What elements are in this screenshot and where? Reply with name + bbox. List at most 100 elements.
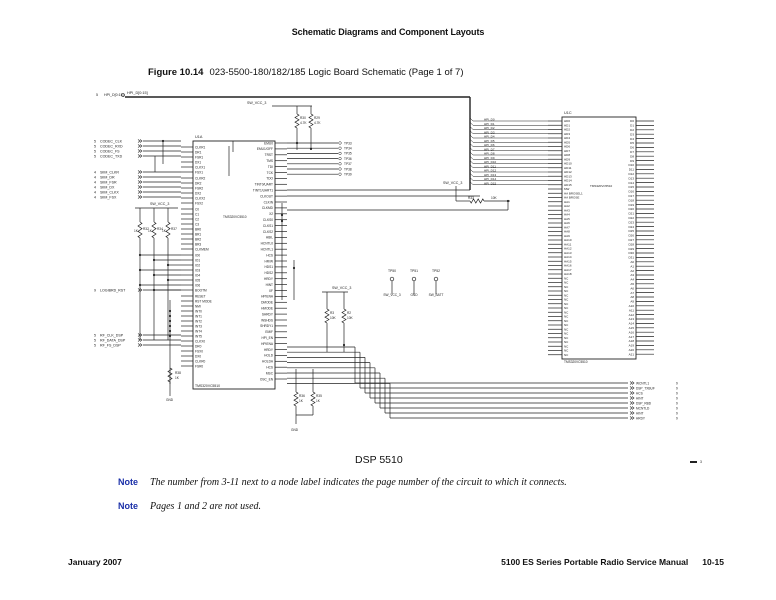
net-page-number: 9: [676, 396, 678, 400]
offpage-connector-icon: [137, 195, 143, 199]
u1c-pin-label: HA15: [564, 259, 572, 263]
resistor-symbol: [310, 391, 316, 407]
net-page-number: 9: [676, 391, 678, 395]
net-label: CODEC_TXD: [100, 154, 123, 158]
u1a-pin-label: INT4: [195, 329, 202, 333]
u1c-pin-label: D4: [630, 137, 634, 141]
net-page-number: 5: [94, 154, 96, 158]
u1a-pin-label: RST MODE: [195, 299, 212, 303]
resistor-value: 1K: [299, 399, 304, 403]
net-page-number: 4: [94, 175, 96, 179]
resistor-ref: R29: [314, 116, 320, 120]
u1a-pin-label: CLKOUT: [260, 194, 273, 198]
u1c-pin-label: D2: [630, 128, 634, 132]
supply-label: SW_VCC_3: [332, 286, 351, 290]
u1c-pin-label: NC: [564, 281, 569, 285]
u1c-pin-label: HA BROSEL1: [564, 191, 583, 195]
u1c-pin-label: HA9: [564, 234, 570, 238]
u1c-pin-label: HD6: [564, 145, 570, 149]
u1a-pin-label: HPIENA: [261, 295, 274, 299]
net-page-number: 5: [96, 93, 98, 97]
u1a-pin-label: IO6: [195, 283, 200, 287]
test-point-icon: [338, 172, 342, 176]
bus-tap-label: HPI_D10: [484, 160, 497, 164]
u1a-pin-label: CLKIN: [264, 200, 274, 204]
resistor-symbol: [167, 367, 173, 383]
u1c-pin-label: HA BROSE: [564, 196, 579, 200]
net-page-number: 9: [94, 288, 96, 292]
net-label-right: HCS: [636, 391, 643, 395]
u1c-pin-label: A12: [629, 313, 635, 317]
u1c-chip: [561, 116, 637, 360]
u1c-pin-label: D10: [628, 163, 634, 167]
u1a-pin-label: XF: [269, 289, 273, 293]
u1a-pin-label: SHRDY: [262, 312, 274, 316]
offpage-connector-icon: [629, 386, 635, 390]
u1c-pin-label: HD12: [564, 170, 572, 174]
ground-label: GND: [166, 398, 174, 402]
net-page-number: 4: [94, 195, 96, 199]
u1c-pin-label: NC: [564, 340, 569, 344]
u1c-pin-label: NC: [564, 332, 569, 336]
net-page-number: 9: [676, 386, 678, 390]
u1c-pin-label: A6: [630, 286, 634, 290]
resistor-symbol: [324, 308, 330, 324]
bus-tap: [469, 181, 548, 185]
net-page-number: 5: [94, 338, 96, 342]
bus-tap-label: HPI_D6: [484, 143, 495, 147]
junction-dot: [292, 266, 296, 270]
net-label-right: MCNTLD: [636, 406, 650, 410]
u1c-pin-label: NC: [564, 306, 569, 310]
u1a-pin-label: IO5: [195, 278, 200, 282]
u1c-pin-label: D15: [628, 185, 634, 189]
u1c-pin-label: HD0: [564, 119, 570, 123]
u1a-pin-label: C0: [195, 207, 199, 211]
u1a-pin-label: EMIF: [265, 330, 273, 334]
u1a-pin-label: DX2: [195, 191, 201, 195]
u1c-pin-label: D7: [630, 150, 634, 154]
test-point-net: SW_VCC_3: [383, 293, 400, 297]
u1a-pin-label: TDI: [268, 165, 273, 169]
net-label: CODEC_CLK: [100, 139, 123, 143]
u1c-pin-label: HD3: [564, 132, 570, 136]
u1a-part: TMS320VC5510: [223, 215, 247, 219]
u1a-pin-label: FSR2: [195, 186, 203, 190]
u1a-pin-label: C1: [195, 212, 199, 216]
u1c-pin-label: A5: [630, 282, 634, 286]
u1c-pin-label: NC: [564, 353, 569, 357]
test-point-net: GND: [410, 293, 418, 297]
net-label: RF_CLK_DSP: [100, 333, 124, 337]
supply-label: SW_VCC_3: [150, 202, 169, 206]
net-page-number: 9: [676, 381, 678, 385]
u1a-pin-label: FSR1: [195, 155, 203, 159]
supply-label: SW_VCC_3: [247, 101, 266, 105]
test-point-ref: TP52: [432, 269, 440, 273]
u1c-pin-label: NC: [564, 276, 569, 280]
u1c-pin-label: HA11: [564, 242, 572, 246]
u1c-pin-label: NC: [564, 315, 569, 319]
bus-tap: [469, 130, 548, 134]
bus-tap-label: HPI_D8: [484, 152, 495, 156]
u1a-pin-label: BR2: [195, 237, 201, 241]
resistor-value: 10K: [347, 316, 354, 320]
u1a-pin-label: RESET: [195, 294, 206, 298]
test-point-ref: TP50: [388, 269, 396, 273]
test-point-ref: TP51: [410, 269, 418, 273]
resistor-value: 10K: [330, 316, 337, 320]
u1c-pin-label: HA6: [564, 221, 570, 225]
u1c-pin-label: A4: [630, 278, 634, 282]
bus-tap-label: HPI_D11: [484, 164, 496, 168]
resistor-value: 10K: [491, 196, 498, 200]
u1a-pin-label: HDS2: [264, 271, 273, 275]
u1c-pin-label: A10: [629, 304, 635, 308]
test-point-icon: [411, 276, 417, 282]
u1c-pin-label: HD14: [564, 179, 572, 183]
u1c-pin-label: A13: [629, 317, 635, 321]
net-page-number: 4: [94, 170, 96, 174]
u1c-pin-label: D18: [628, 198, 634, 202]
net-label: SIIM_FSX: [100, 195, 117, 199]
resistor-symbol: [293, 391, 299, 407]
u1c-pin-label: A15: [629, 326, 635, 330]
u1c-pin-label: A18: [629, 339, 635, 343]
